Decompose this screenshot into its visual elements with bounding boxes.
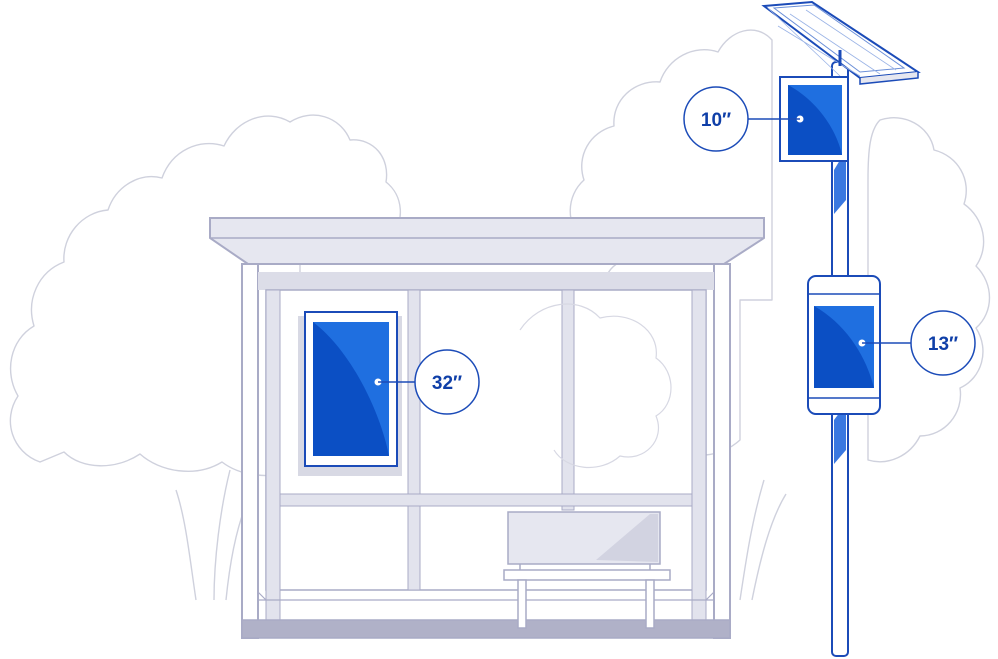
shelter-floor: [241, 619, 731, 639]
callout-label-32: 32″: [432, 373, 462, 394]
shelter-header-beam: [258, 272, 714, 290]
solar-panel-icon: [761, 0, 921, 85]
shelter-right-wall: [713, 263, 731, 639]
shelter-roof: [209, 217, 765, 265]
bench-icon: [503, 511, 671, 629]
bus-shelter: [209, 217, 765, 639]
callout-32: 32″: [378, 349, 480, 415]
shelter-screen-32: [298, 311, 402, 476]
callout-10: 10″: [683, 86, 800, 152]
shelter-left-wall: [241, 263, 259, 639]
pole-screen-13: [807, 275, 881, 415]
tree-icon: [9, 114, 402, 477]
tree-icon: [867, 117, 991, 463]
smart-pole: [761, 0, 921, 657]
callout-label-10: 10″: [701, 110, 731, 131]
callout-13: 13″: [862, 310, 976, 376]
callout-label-13: 13″: [928, 334, 958, 355]
